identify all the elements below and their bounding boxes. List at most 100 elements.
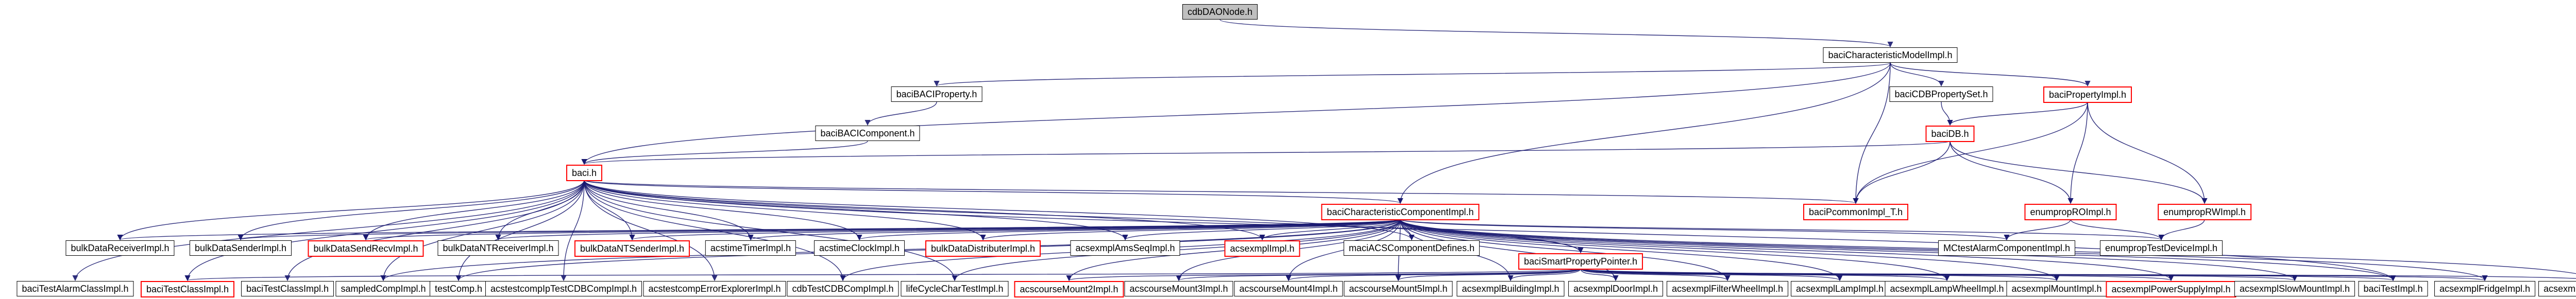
graph-node-testComp[interactable]: testComp.h [429, 281, 488, 296]
graph-node-acstestcompIp[interactable]: acstestcompIpTestCDBCompImpl.h [485, 281, 642, 296]
graph-edge-smartPointer-door [1580, 268, 1619, 282]
graph-edge-baciDB-baci [582, 140, 1951, 165]
graph-edge-baci-testClass2 [284, 180, 585, 282]
graph-node-filterWheel[interactable]: acsexmplFilterWheelImpl.h [1666, 281, 1789, 296]
graph-edge-charModel-baciCDBPropertySet [1890, 62, 1944, 87]
graph-edge-baci-smartPointer [584, 180, 1584, 254]
graph-edge-charComp-MCtest [1400, 219, 2010, 241]
graph-edge-smartPointer-lamp [1580, 268, 1843, 282]
graph-edge-baciPropertyImpl-enumRO [2067, 101, 2088, 204]
graph-node-slowMount[interactable]: acsexmplSlowMountImpl.h [2234, 281, 2355, 296]
graph-node-baciBACIComponent[interactable]: baciBACIComponent.h [815, 126, 920, 141]
graph-node-baciDB[interactable]: baciDB.h [1925, 126, 1975, 142]
graph-edge-baciDB-enumRO [1950, 140, 2074, 204]
graph-edge-charModel-baciBACIProperty [934, 62, 1891, 87]
graph-node-enumRO[interactable]: enumpropROImpl.h [2024, 204, 2117, 220]
graph-node-charComp[interactable]: baciCharacteristicComponentImpl.h [1321, 204, 1480, 220]
graph-edge-baci-baciTestImpl [584, 180, 2396, 282]
graph-edge-charModel-charComp [1397, 62, 1891, 204]
graph-edge-baci-testComp [455, 180, 585, 282]
graph-edge-charComp-lampWheel [1400, 219, 1950, 282]
graph-edge-charComp-acsexmplImpl [1259, 219, 1401, 241]
graph-edge-baci-bdReceiver [117, 180, 585, 241]
graph-node-bdSender[interactable]: bulkDataSenderImpl.h [189, 240, 292, 256]
graph-edge-baciBACIProperty-baciBACIComponent [865, 101, 937, 126]
graph-node-sampledComp[interactable]: sampledCompImpl.h [335, 281, 431, 296]
graph-edge-charModel-pcommon [1853, 62, 1891, 204]
graph-edge-baciPropertyImpl-baciDB [1947, 101, 2088, 126]
graph-node-MCtest[interactable]: MCtestAlarmComponentImpl.h [1938, 240, 2076, 256]
graph-edge-baciCDBPropertySet-baciDB [1941, 101, 1953, 126]
graph-node-testClass1[interactable]: baciTestClassImpl.h [140, 281, 235, 297]
graph-edge-baciPropertyImpl-pcommon [1853, 101, 2088, 204]
graph-node-baciBACIProperty[interactable]: baciBACIProperty.h [891, 86, 982, 102]
graph-node-charModel[interactable]: baciCharacteristicModelImpl.h [1823, 47, 1958, 63]
graph-edge-baciBACIComponent-baci [581, 140, 868, 165]
graph-node-lamp[interactable]: acsexmplLampImpl.h [1790, 281, 1889, 296]
graph-edge-baci-testAlarmClass [72, 180, 585, 282]
graph-edge-baciDB-pcommon [1853, 140, 1951, 204]
graph-edge-baci-bdSendRecv [363, 180, 585, 241]
graph-node-bdNTReceiver[interactable]: bulkDataNTReceiverImpl.h [437, 240, 559, 256]
graph-node-building[interactable]: acsexmplBuildingImpl.h [1456, 281, 1565, 296]
graph-node-mount2[interactable]: acscourseMount2Impl.h [1014, 281, 1124, 297]
graph-node-bdReceiver[interactable]: bulkDataReceiverImpl.h [65, 240, 175, 256]
graph-node-fridge[interactable]: acsexmplFridgeImpl.h [2434, 281, 2536, 296]
graph-node-amsSeq[interactable]: acsexmplAmsSeqImpl.h [1070, 240, 1180, 256]
graph-edge-smartPointer-mount5 [1395, 268, 1581, 282]
graph-edge-baci-timer [584, 180, 754, 241]
graph-edge-baci-bdSender [238, 180, 585, 241]
graph-node-enumTestDev[interactable]: enumpropTestDeviceImpl.h [2099, 240, 2223, 256]
graph-node-mount3[interactable]: acscourseMount3Impl.h [1124, 281, 1233, 296]
graph-node-testClass2[interactable]: baciTestClassImpl.h [241, 281, 334, 296]
graph-edge-charComp-slowMount [1400, 219, 2298, 282]
graph-node-door[interactable]: acsexmplDoorImpl.h [1568, 281, 1664, 296]
graph-node-enumRW[interactable]: enumpropRWImpl.h [2158, 204, 2251, 220]
graph-edge-baci-acstestcompIp [561, 180, 585, 282]
graph-edge-baci-charComp [584, 180, 1403, 204]
graph-node-baciPropertyImpl[interactable]: baciPropertyImpl.h [2043, 86, 2132, 103]
graph-edge-baciPropertyImpl-enumRW [2087, 101, 2208, 204]
graph-node-testAlarmClass[interactable]: baciTestAlarmClassImpl.h [16, 281, 134, 296]
graph-edge-charComp-mountImpl [1400, 219, 2060, 282]
graph-node-mountImpl[interactable]: acsexmplMountImpl.h [2006, 281, 2107, 296]
graph-node-mount5[interactable]: acscourseMount5Impl.h [1344, 281, 1453, 296]
graph-node-baciCDBPropertySet[interactable]: baciCDBPropertySet.h [1889, 86, 1993, 102]
graph-node-powerSupply[interactable]: acsexmplPowerSupplyImpl.h [2106, 281, 2236, 297]
graph-edge-charComp-filterWheel [1400, 219, 1731, 282]
graph-node-baci[interactable]: baci.h [566, 165, 603, 181]
graph-edge-baci-clock [584, 180, 862, 241]
graph-edge-smartPointer-mount4 [1285, 268, 1581, 282]
graph-node-bdSendRecv[interactable]: bulkDataSendRecvImpl.h [308, 240, 424, 257]
graph-node-bdDistributer[interactable]: bulkDataDistributerImpl.h [925, 240, 1041, 257]
graph-node-errorExplorer[interactable]: acstestcompErrorExplorerImpl.h [643, 281, 786, 296]
graph-node-clock[interactable]: acstimeClockImpl.h [814, 240, 905, 256]
graph-edge-charComp-clock [856, 219, 1401, 241]
graph-node-cdbDAONode: cdbDAONode.h [1182, 4, 1258, 20]
graph-edge-smartPointer-mount3 [1176, 268, 1581, 282]
graph-node-baciTestImpl[interactable]: baciTestImpl.h [2358, 281, 2428, 296]
graph-node-cdbTest[interactable]: cdbTestCDBCompImpl.h [787, 281, 899, 296]
graph-edge-baci-sampledComp [380, 180, 585, 282]
graph-edge-charComp-timer [748, 219, 1401, 241]
graph-node-mount4[interactable]: acscourseMount4Impl.h [1234, 281, 1343, 296]
graph-edge-charComp-baciTestImpl [1400, 219, 2396, 282]
graph-edge-charComp-bdReceiver [117, 219, 1401, 241]
graph-node-lifeCycle[interactable]: lifeCycleCharTestImpl.h [901, 281, 1009, 296]
graph-node-pcommon[interactable]: baciPcommonImpl_T.h [1803, 204, 1909, 220]
graph-edge-charComp-lamp [1400, 219, 1843, 282]
graph-node-timer[interactable]: acstimeTimerImpl.h [705, 240, 796, 256]
graph-node-acsexmplImpl[interactable]: acsexmplImpl.h [1224, 240, 1300, 257]
graph-node-bdNTSender[interactable]: bulkDataNTSenderImpl.h [574, 240, 690, 257]
graph-edge-baci-testClass1 [184, 180, 585, 282]
graph-edge-baciDB-enumRW [1950, 140, 2208, 204]
graph-node-smartPointer[interactable]: baciSmartPropertyPointer.h [1518, 253, 1643, 270]
graph-edge-baci-pcommon [584, 180, 1858, 204]
graph-edge-enumRO-MCtest [2004, 219, 2071, 241]
graph-node-lampWheel[interactable]: acsexmplLampWheelImpl.h [1885, 281, 2009, 296]
graph-edge-smartPointer-calendar [1580, 268, 2576, 279]
graph-edge-charComp-bdDistributer [980, 219, 1401, 241]
graph-node-calendar[interactable]: acsexmplCalendarImpl.h [2538, 281, 2576, 296]
graph-node-maciDefines[interactable]: maciACSComponentDefines.h [1343, 240, 1480, 256]
